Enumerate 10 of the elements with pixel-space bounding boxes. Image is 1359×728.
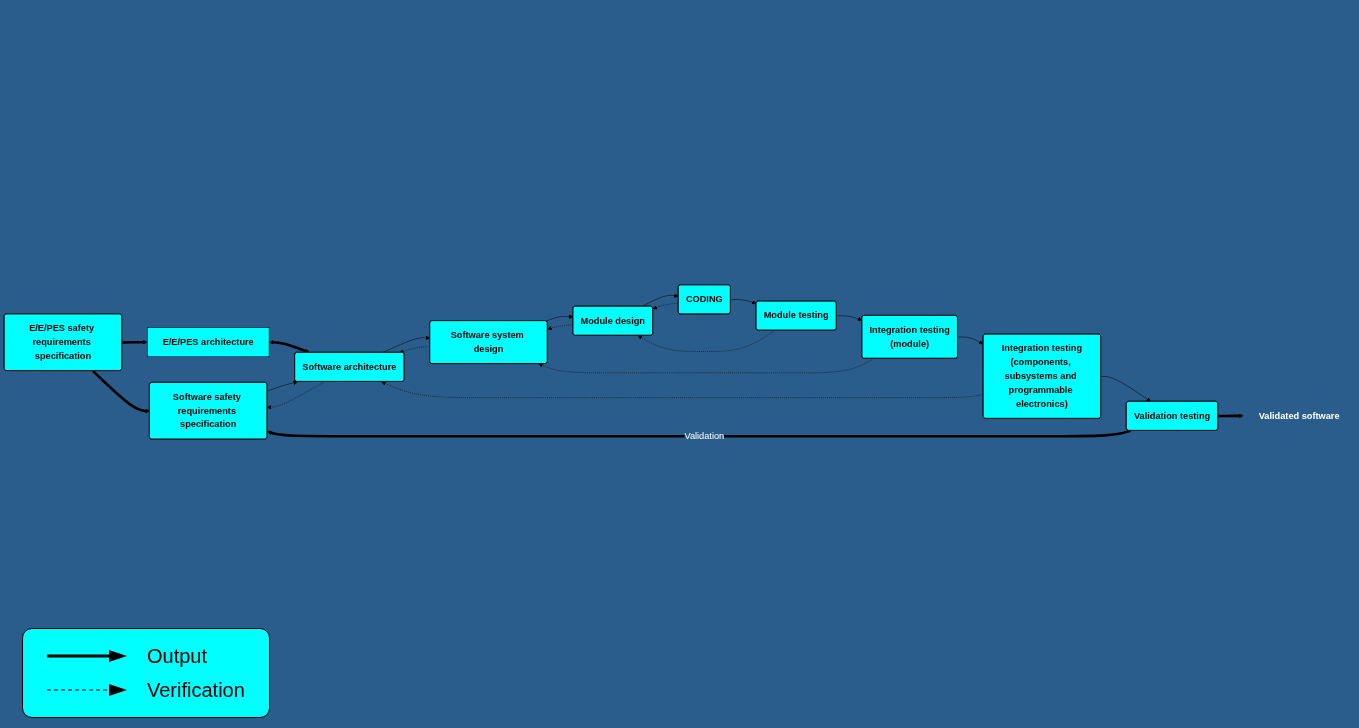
arrow (91, 369, 150, 414)
arrow (1218, 413, 1244, 419)
legend-label: Output (147, 644, 208, 668)
legend-label: Verification (147, 678, 245, 702)
edge-label: Validation (684, 430, 725, 442)
node-text: Validated software (1258, 410, 1340, 421)
node-box: E/E/PES architecture (147, 327, 270, 358)
arrow (269, 339, 310, 354)
arrow (267, 429, 1131, 438)
arrow (121, 339, 148, 345)
